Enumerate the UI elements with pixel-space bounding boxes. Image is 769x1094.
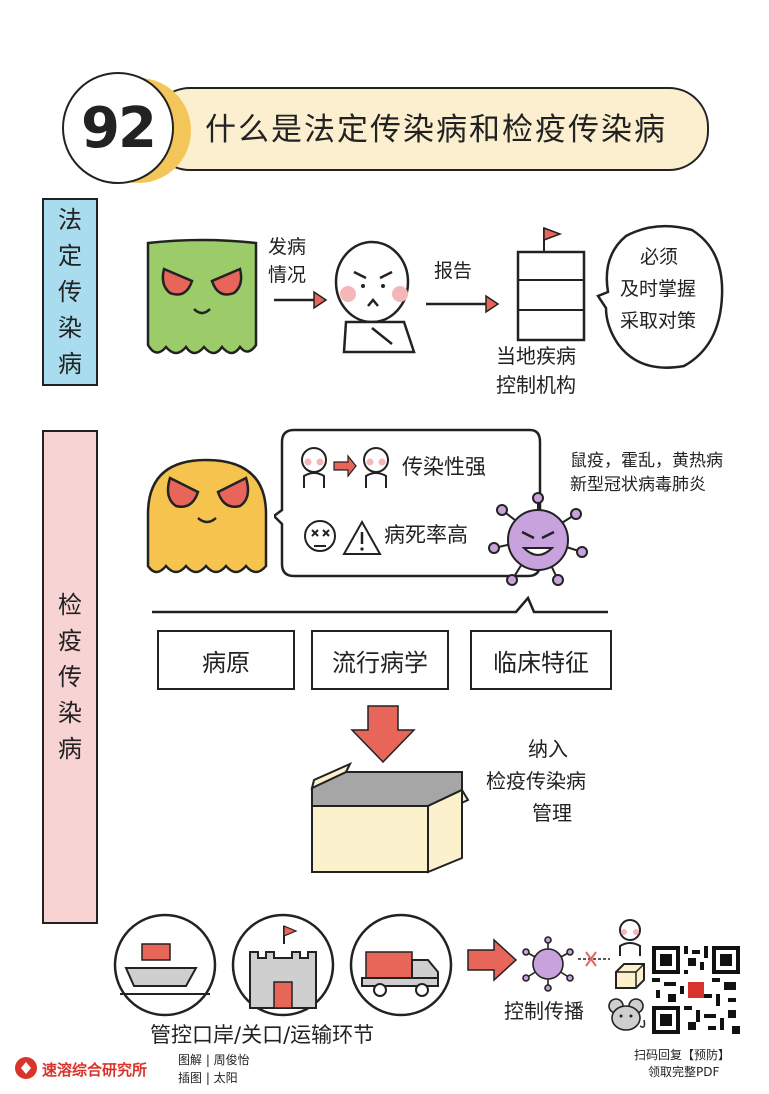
arrow-right-icon [274, 290, 328, 310]
side-char: 病 [58, 735, 82, 763]
green-ghost-icon [146, 238, 258, 355]
arrow-down-icon [350, 705, 416, 764]
page-title: 什么是法定传染病和检疫传染病 [205, 112, 667, 148]
bubble-line2: 及时掌握 [620, 278, 697, 300]
brand-logo-text: 速溶综合研究所 [42, 1061, 148, 1079]
box-epidemiology: 流行病学 [311, 630, 449, 690]
arrow1-label-line1: 发病 [268, 236, 307, 258]
credit-illustration: 图解 | 周俊怡 [178, 1053, 250, 1067]
control-caption: 控制传播 [504, 999, 584, 1023]
truck-transport-icon [349, 913, 453, 1017]
box-caption-line1: 纳入 [528, 737, 568, 761]
brand-logo-icon [15, 1057, 37, 1079]
side-char: 病 [58, 350, 82, 378]
ship-port-icon [113, 913, 217, 1017]
open-box-icon [310, 761, 470, 874]
side-char: 传 [58, 278, 82, 306]
yellow-ghost-icon [146, 458, 268, 574]
header-banner [150, 87, 709, 171]
speech-bubble-icon [596, 224, 724, 369]
trait-high-fatality: 病死率高 [384, 523, 468, 547]
bubble-line3: 采取对策 [620, 310, 697, 332]
side-char: 定 [58, 242, 82, 270]
section-divider [152, 595, 608, 614]
cargo-box-icon [615, 963, 645, 989]
ports-caption: 管控口岸/关口/运输环节 [150, 1023, 375, 1047]
city-gate-icon [231, 913, 335, 1017]
arrow2-label: 报告 [434, 260, 473, 282]
arrow-right-icon [426, 294, 500, 314]
trait-highly-contagious: 传染性强 [402, 455, 486, 479]
arrow1-label-line2: 情况 [268, 264, 307, 286]
side-char: 检 [58, 591, 82, 619]
disease-list-line2: 新型冠状病毒肺炎 [570, 475, 706, 495]
side-label-statutory: 法 定 传 染 病 [42, 198, 98, 386]
side-char: 染 [58, 314, 82, 342]
qr-code-icon[interactable] [652, 946, 740, 1034]
side-label-quarantine: 检 疫 传 染 病 [42, 430, 98, 924]
arrow-right-big-icon [467, 938, 518, 982]
small-virus-icon [522, 936, 574, 992]
credit-drawing: 插图 | 太阳 [178, 1071, 238, 1085]
disease-control-building-icon [516, 226, 586, 342]
building-label-line2: 控制机构 [496, 373, 576, 397]
box-caption-line2: 检疫传染病 [486, 769, 586, 793]
building-label-line1: 当地疾病 [496, 344, 576, 368]
person-icon [619, 919, 641, 956]
virus-icon [488, 492, 588, 586]
transmission-icon [301, 447, 389, 488]
side-char: 传 [58, 663, 82, 691]
side-char: 法 [58, 206, 82, 234]
rat-icon [608, 998, 646, 1031]
header-number: 92 [62, 72, 174, 184]
disease-list-line1: 鼠疫，霍乱，黄热病 [570, 451, 723, 471]
qr-caption-line2: 领取完整PDF [648, 1065, 720, 1079]
side-char: 疫 [58, 627, 82, 655]
box-caption-line3: 管理 [532, 801, 572, 825]
reporter-person-icon [334, 240, 416, 354]
box-pathogen: 病原 [157, 630, 295, 690]
skull-warning-icon [304, 519, 382, 555]
blocked-arrow-icon [578, 951, 610, 967]
side-char: 染 [58, 699, 82, 727]
box-clinical-features: 临床特征 [470, 630, 612, 690]
qr-caption-line1: 扫码回复【预防】 [634, 1048, 731, 1062]
bubble-line1: 必须 [640, 246, 679, 268]
